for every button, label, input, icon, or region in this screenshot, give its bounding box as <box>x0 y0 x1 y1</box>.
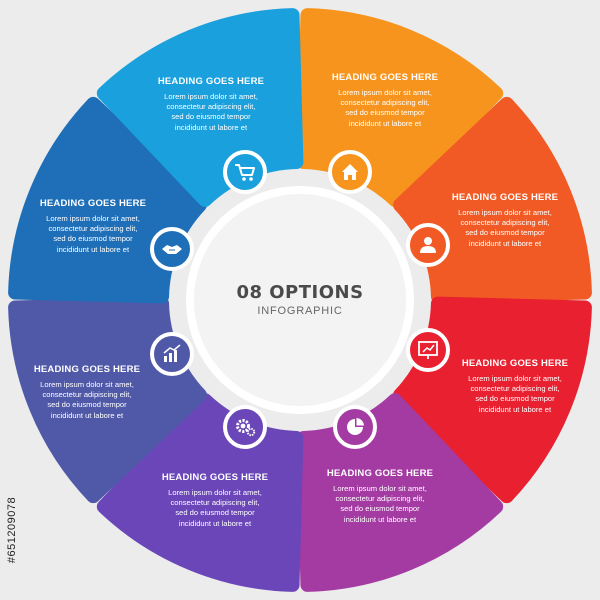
segment-body-line: Lorem ipsum dolor sit amet, <box>40 380 134 389</box>
segment-body-line: consectetur adipiscing elit, <box>335 494 425 504</box>
segment-5-text: HEADING GOES HERE Lorem ipsum dolor sit a… <box>140 472 290 529</box>
segment-1-text: HEADING GOES HERE Lorem ipsum dolor sit a… <box>310 72 460 129</box>
segment-body-line: consectetur adipiscing elit, <box>460 218 550 228</box>
pie-chart-icon <box>333 405 377 449</box>
segment-body-line: Lorem ipsum dolor sit amet, <box>458 208 552 217</box>
segment-body-line: consectetur adipiscing elit, <box>170 498 260 508</box>
segment-body-line: incididunt ut labore et <box>56 244 130 254</box>
shopping-cart-icon <box>223 150 267 194</box>
segment-4-text: HEADING GOES HERE Lorem ipsum dolor sit a… <box>305 468 455 525</box>
segment-body-line: consectetur adipiscing elit, <box>470 384 560 394</box>
segment-body-line: consectetur adipiscing elit, <box>48 224 138 234</box>
segment-6-text: HEADING GOES HERE Lorem ipsum dolor sit a… <box>12 364 162 421</box>
segment-7-text: HEADING GOES HERE Lorem ipsum dolor sit a… <box>18 198 168 255</box>
handshake-icon <box>150 227 194 271</box>
segment-body-line: sed do eiusmod tempor <box>175 508 255 518</box>
segment-body-line: consectetur adipiscing elit, <box>166 102 256 112</box>
hub-subtitle: INFOGRAPHIC <box>257 305 343 317</box>
segment-body-line: incididunt ut labore et <box>478 404 552 414</box>
segment-body-line: consectetur adipiscing elit, <box>340 98 430 108</box>
hub-circle <box>186 186 414 414</box>
segment-heading: HEADING GOES HERE <box>451 192 559 203</box>
segment-8-text: HEADING GOES HERE Lorem ipsum dolor sit a… <box>136 76 286 133</box>
segment-body-line: Lorem ipsum dolor sit amet, <box>333 484 427 493</box>
segment-body-line: incididunt ut labore et <box>468 238 542 248</box>
hub-title: 08 OPTIONS <box>236 282 364 303</box>
presentation-icon <box>406 328 450 372</box>
user-icon <box>406 223 450 267</box>
segment-heading: HEADING GOES HERE <box>461 358 569 369</box>
segment-3-text: HEADING GOES HERE Lorem ipsum dolor sit a… <box>440 358 590 415</box>
home-icon <box>328 150 372 194</box>
segment-body-line: incididunt ut labore et <box>348 118 422 128</box>
segment-body-line: Lorem ipsum dolor sit amet, <box>164 92 258 101</box>
segment-body-line: incididunt ut labore et <box>343 514 417 524</box>
side-id-label: #651209078 <box>6 496 18 564</box>
gears-icon <box>223 405 267 449</box>
segment-heading: HEADING GOES HERE <box>33 364 141 375</box>
segment-body-line: sed do eiusmod tempor <box>475 394 555 404</box>
segment-body-line: Lorem ipsum dolor sit amet, <box>468 374 562 383</box>
segment-body-line: sed do eiusmod tempor <box>47 400 127 410</box>
segment-2-text: HEADING GOES HERE Lorem ipsum dolor sit a… <box>430 192 580 249</box>
segment-body-line: Lorem ipsum dolor sit amet, <box>46 214 140 223</box>
segment-body-line: incididunt ut labore et <box>174 122 248 132</box>
segment-heading: HEADING GOES HERE <box>39 198 147 209</box>
segment-heading: HEADING GOES HERE <box>326 468 434 479</box>
segment-body-line: incididunt ut labore et <box>178 518 252 528</box>
segment-body-line: sed do eiusmod tempor <box>340 504 420 514</box>
segment-body-line: sed do eiusmod tempor <box>465 228 545 238</box>
segment-body-line: sed do eiusmod tempor <box>171 112 251 122</box>
segment-body-line: sed do eiusmod tempor <box>345 108 425 118</box>
segment-body-line: Lorem ipsum dolor sit amet, <box>168 488 262 497</box>
segment-body-line: incididunt ut labore et <box>50 410 124 420</box>
segment-body-line: Lorem ipsum dolor sit amet, <box>338 88 432 97</box>
segment-heading: HEADING GOES HERE <box>331 72 439 83</box>
segment-heading: HEADING GOES HERE <box>161 472 269 483</box>
segment-body-line: consectetur adipiscing elit, <box>42 390 132 400</box>
segment-heading: HEADING GOES HERE <box>157 76 265 87</box>
growth-chart-icon <box>150 332 194 376</box>
segment-body-line: sed do eiusmod tempor <box>53 234 133 244</box>
